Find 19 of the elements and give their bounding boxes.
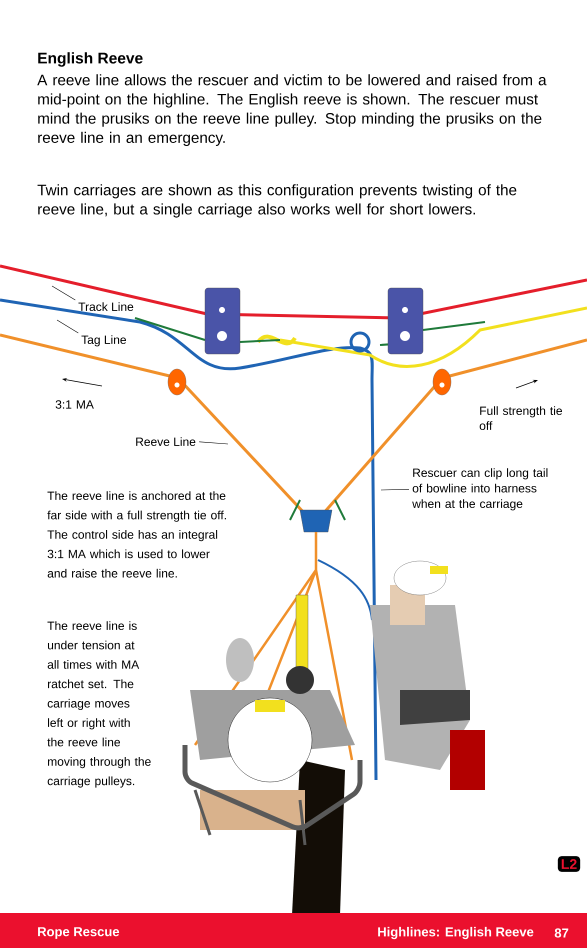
intro-paragraph: Twin carriages are shown as this configuration prevents twisting of the reeve line, but a single carriage also works well for short lowers. (38, 184, 516, 218)
note-paragraph: The reeve line is anchored at the far side with a full strength tie off. The control side has an integral 3:1 MA which is used to lower and raise the reeve line. (47, 491, 226, 578)
page-number: 87 (554, 928, 568, 938)
note-paragraph: The reeve line is under tension at all times with MA ratchet set. The carriage moves left or right with the reeve line moving through the carriage pulleys. (47, 621, 151, 788)
leader-line (52, 286, 76, 300)
annotation-text: Full strength tie off (480, 406, 562, 430)
callout-label: Tag Line (81, 335, 126, 346)
footer-text: Rope Rescue (38, 927, 120, 939)
callout-label: Track Line (78, 302, 134, 311)
intro-paragraph: A reeve line allows the rescuer and victim to be lowered and raised from a mid-point on the highline. The English reeve is shown. The rescuer must mind the prusiks on the reeve line pulley. Stop minding the prusiks on the reeve line in an emergency. (37, 74, 547, 146)
footer-text: Highlines: English Reeve (378, 926, 534, 940)
leader-line (198, 441, 228, 444)
annotation-text: 3:1 MA (56, 400, 94, 409)
leader-line (56, 320, 79, 334)
level-badge: L2 (558, 856, 580, 872)
leader-line (380, 489, 410, 490)
callout-label: Rescuer can clip long tail of bowline into harness when at the carriage (412, 468, 548, 510)
callout-label: Reeve Line (136, 437, 196, 446)
heading: English Reeve (38, 52, 143, 67)
